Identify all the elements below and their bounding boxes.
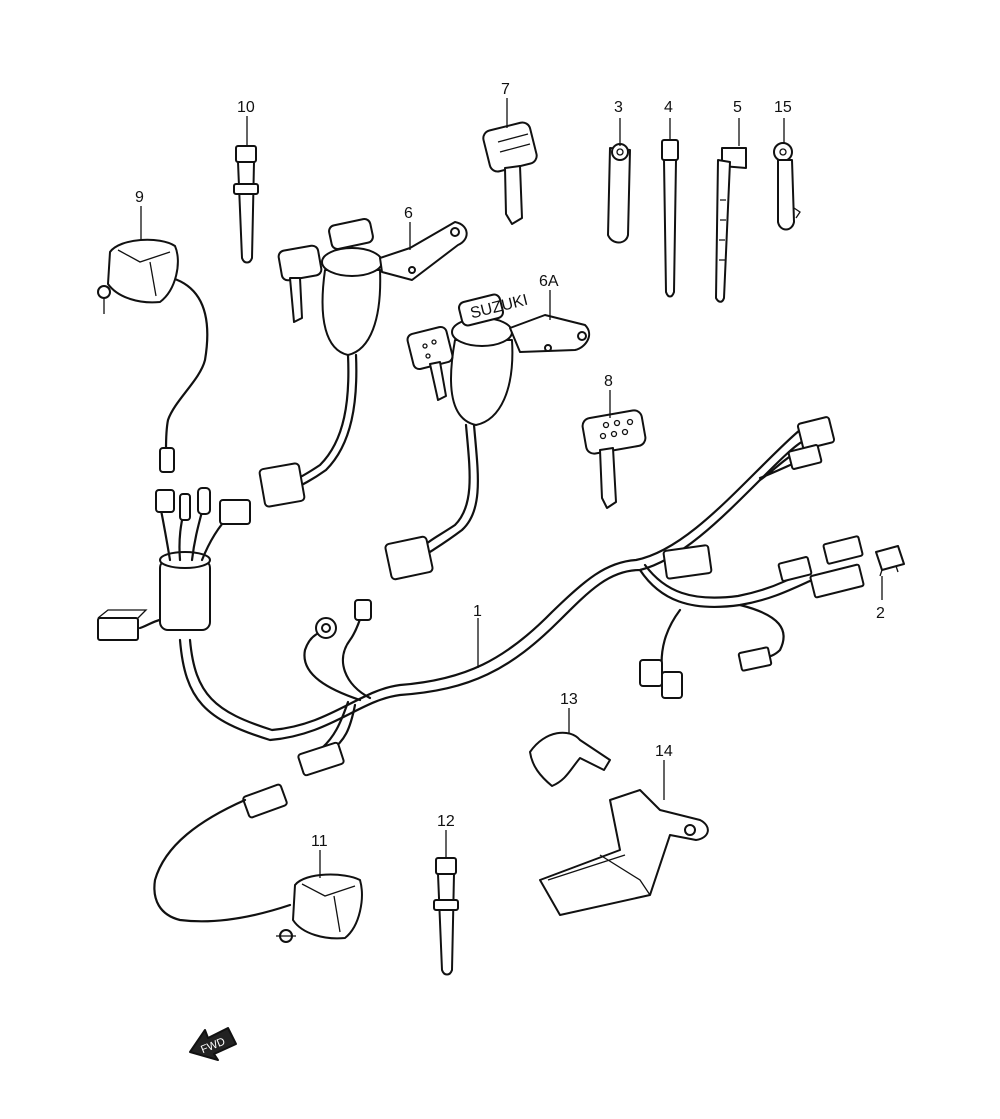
callout-13: 13 [560,691,578,708]
callout-9: 9 [135,189,144,206]
part-bracket-14 [539,789,709,916]
callout-11: 11 [311,833,328,850]
callout-10: 10 [237,99,255,116]
fwd-arrow-icon: FWD [189,1027,237,1061]
callout-leaders [140,98,883,878]
callout-12: 12 [437,813,455,830]
callout-2: 2 [876,605,885,622]
part-clamp-15 [773,142,801,231]
callout-6: 6 [404,205,413,222]
callout-8: 8 [604,373,613,390]
part-cable-tie-4 [661,139,679,298]
callout-3: 3 [614,99,623,116]
part-clip-3 [607,143,631,244]
part-fuse [875,545,905,577]
callout-labels: 1 2 3 4 5 6 6A 7 8 9 10 11 12 13 14 15 [135,81,885,850]
part-ignition-switch-6 [258,218,468,508]
part-sensor-11 [153,798,363,943]
part-holder-13 [529,731,611,787]
callout-1: 1 [473,603,482,620]
part-sensor-9 [97,238,209,473]
callout-5: 5 [733,99,742,116]
part-cable-tie-5 [715,147,747,303]
part-cable-tie-10 [233,145,259,264]
part-key-8 [581,409,647,509]
part-cable-tie-12 [433,857,459,976]
part-ignition-switch-6a: SUZUKI [384,292,591,581]
callout-7: 7 [501,81,510,98]
part-key-7 [482,121,538,225]
callout-14: 14 [655,743,673,760]
main-wiring-harness [97,416,865,819]
callout-4: 4 [664,99,673,116]
callout-15: 15 [774,99,792,116]
callout-6a: 6A [539,273,559,290]
